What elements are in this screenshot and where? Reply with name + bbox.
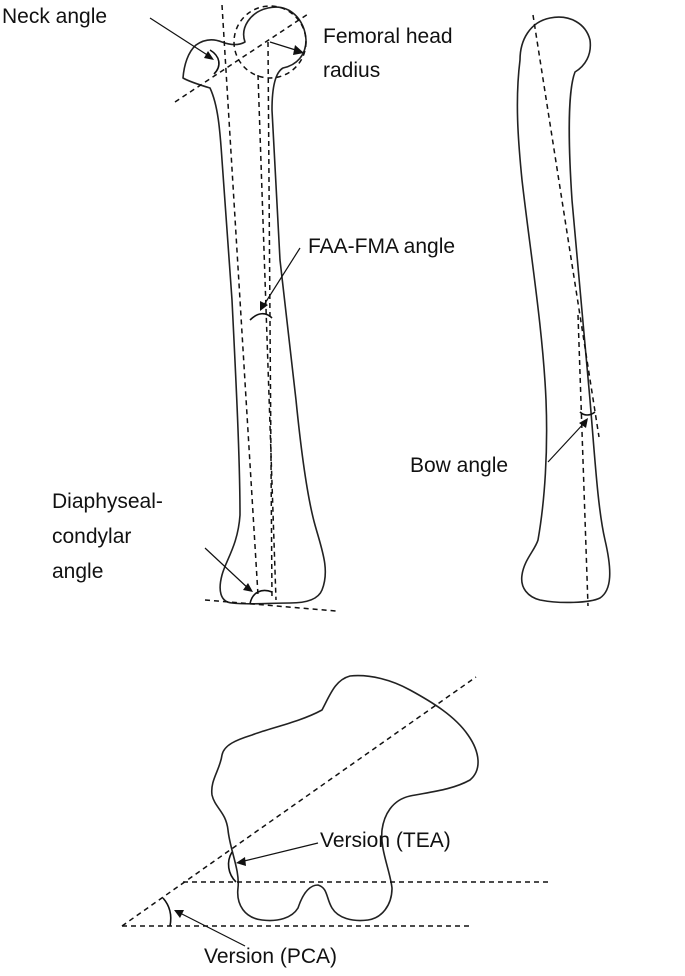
version-tea-arc <box>227 851 237 883</box>
front-femur-outline <box>182 6 327 605</box>
side-femur-outline <box>516 16 611 604</box>
diaphyseal-pointer-head <box>243 583 253 592</box>
diaphyseal-condylar-angle-arc <box>249 589 273 605</box>
version-pca-pointer-head <box>174 910 184 918</box>
side-view-femur <box>516 14 611 607</box>
label-faa-fma-angle: FAA-FMA angle <box>308 235 455 258</box>
cross-section-outline <box>210 674 479 922</box>
neck-angle-arc <box>209 49 220 75</box>
version-pca-arc <box>162 897 172 927</box>
label-diaphyseal-2: condylar <box>52 525 131 548</box>
neck-angle-pointer <box>149 17 213 59</box>
label-diaphyseal-1: Diaphyseal- <box>52 490 163 513</box>
bow-angle-arc <box>579 411 596 416</box>
neck-angle-pointer-head <box>204 51 214 60</box>
faa-fma-pointer <box>261 247 301 309</box>
side-axis-line-a <box>532 14 600 438</box>
head-radius-arrowhead <box>293 45 304 55</box>
label-femoral-head-radius-2: radius <box>323 59 380 82</box>
version-pca-pointer <box>177 911 246 947</box>
faa-fma-pointer-head <box>260 301 268 311</box>
femoral-head-circle <box>233 5 307 79</box>
label-diaphyseal-3: angle <box>52 560 103 583</box>
diaphyseal-pointer <box>204 547 251 591</box>
tea-axis-line <box>121 676 477 927</box>
bow-angle-pointer-head <box>579 418 588 428</box>
label-neck-angle: Neck angle <box>2 5 107 28</box>
version-cross-section <box>121 674 552 927</box>
bow-angle-pointer <box>547 420 587 463</box>
shaft-axis-third <box>257 74 277 601</box>
labels: Neck angle Femoral head radius FAA-FMA a… <box>2 5 588 968</box>
label-bow-angle: Bow angle <box>410 454 508 477</box>
shaft-mechanical-axis <box>267 41 273 601</box>
front-view-femur <box>174 4 337 612</box>
label-version-tea: Version (TEA) <box>320 829 451 852</box>
condylar-line <box>204 599 337 612</box>
label-version-pca: Version (PCA) <box>204 945 337 968</box>
label-femoral-head-radius-1: Femoral head <box>323 25 453 48</box>
version-tea-pointer-head <box>236 857 246 866</box>
version-tea-pointer <box>239 842 319 863</box>
neck-axis-line <box>174 13 309 103</box>
side-axis-line-b <box>577 314 589 607</box>
faa-fma-angle-arc <box>249 312 273 321</box>
